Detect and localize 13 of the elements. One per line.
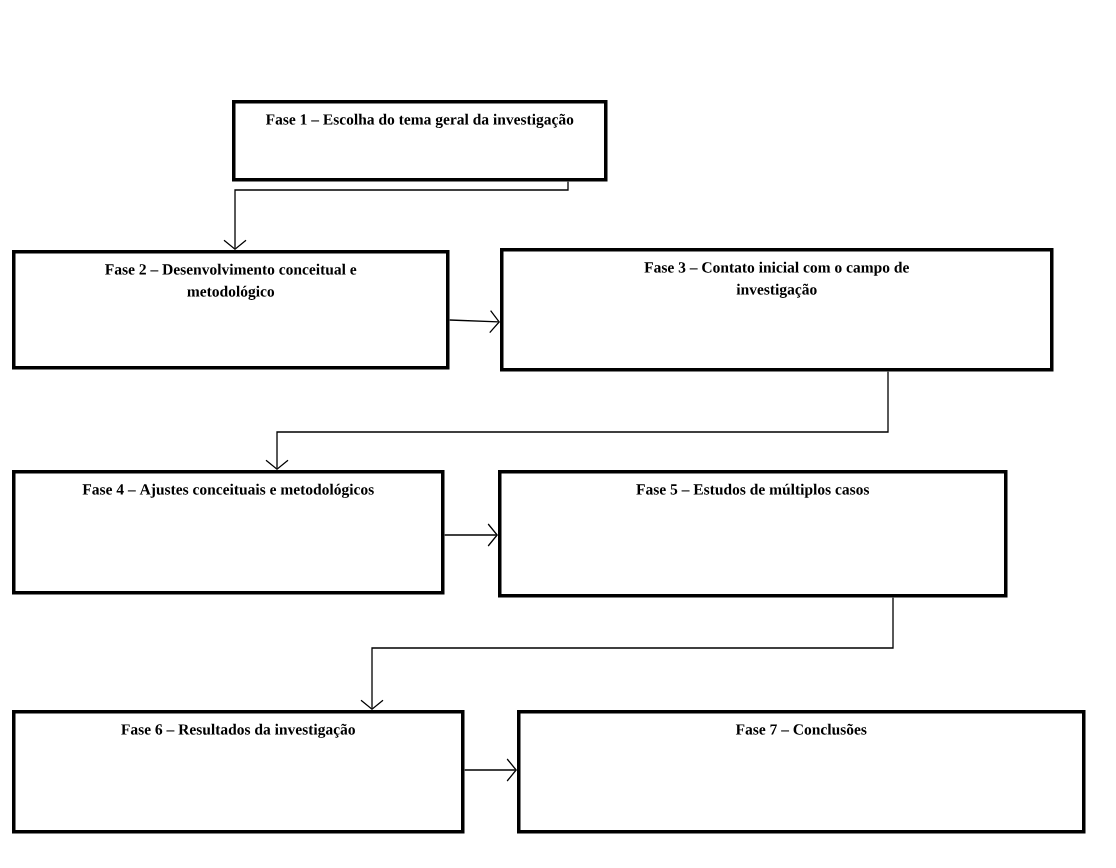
process-box: Fase 1 – Escolha do tema geral da investigação — [232, 100, 608, 182]
arrow — [443, 523, 498, 547]
process-box: Fase 4 – Ajustes conceituais e metodológicos — [12, 470, 445, 595]
process-box: Fase 2 – Desenvolvimento conceitual e metodológico — [12, 250, 450, 370]
process-box: Fase 7 – Conclusões — [517, 710, 1086, 834]
arrow — [265, 370, 889, 470]
arrow — [223, 180, 569, 250]
process-box: Fase 6 – Resultados da investigação — [12, 710, 465, 834]
arrow — [360, 596, 894, 710]
process-box: Fase 5 – Estudos de múltiplos casos — [498, 470, 1008, 598]
arrow — [448, 309, 500, 334]
arrow — [463, 758, 517, 782]
process-box: Fase 3 – Contato inicial com o campo de investigação — [500, 248, 1054, 372]
